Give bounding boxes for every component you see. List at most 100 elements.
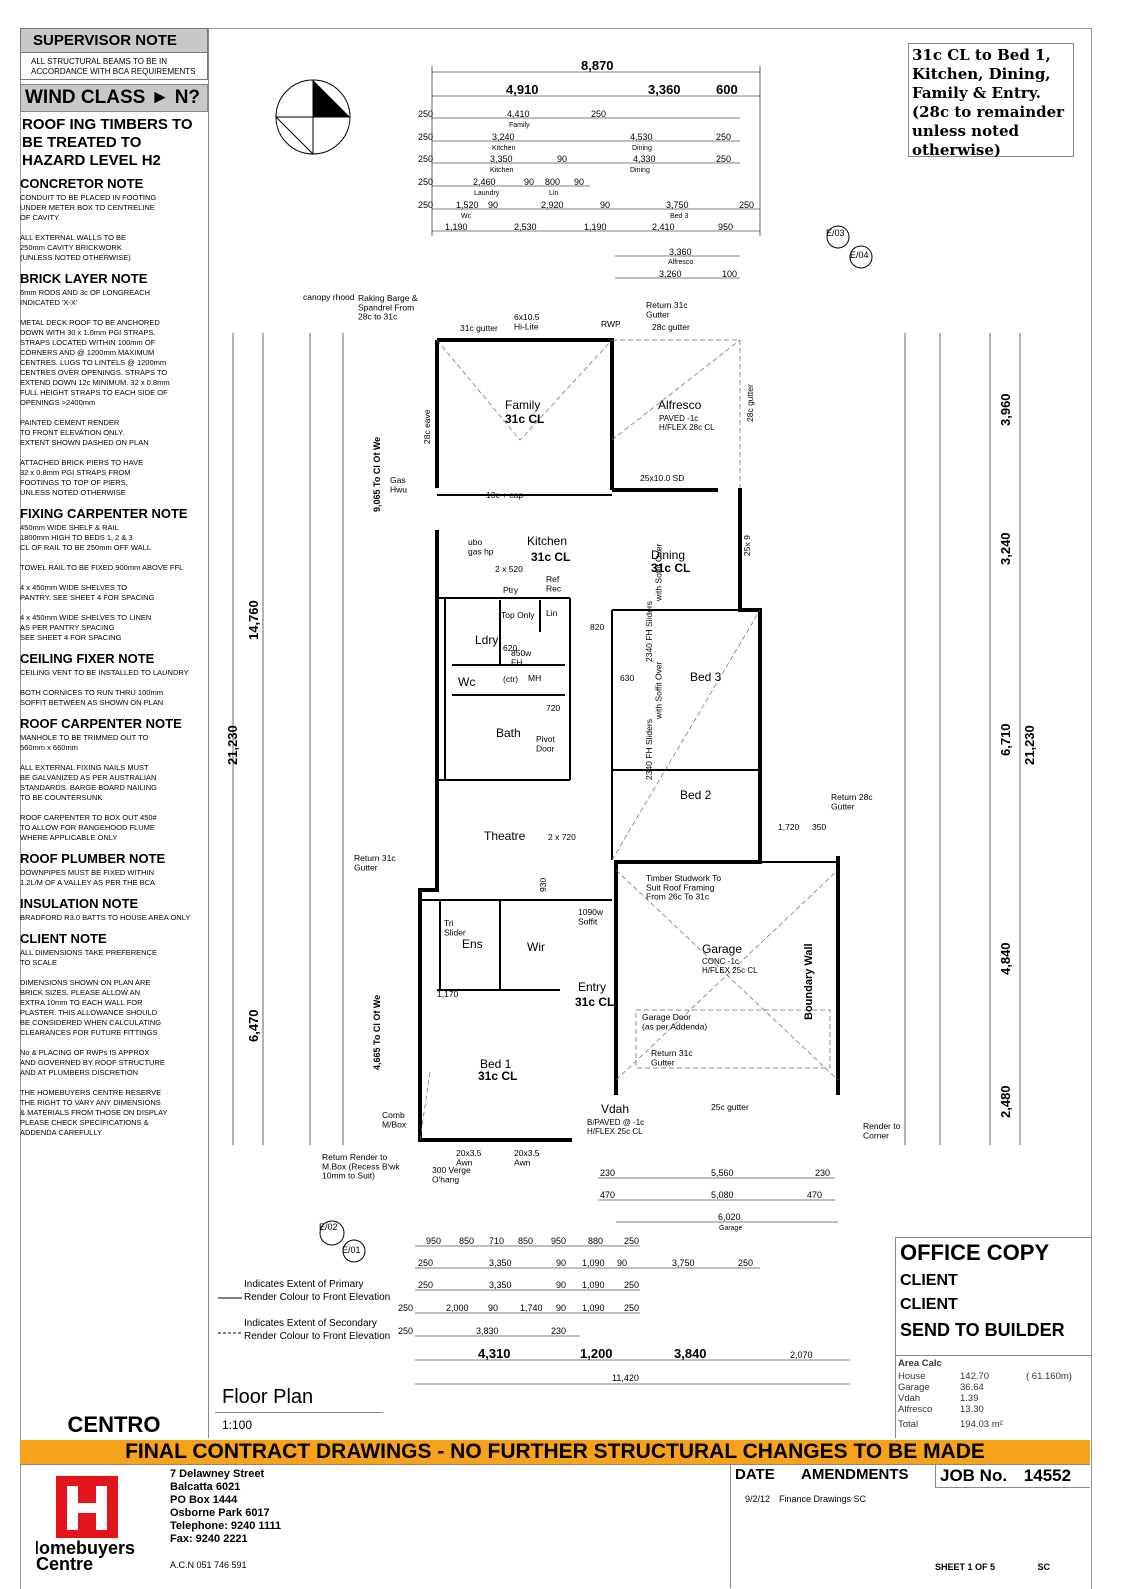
dim-label: Wc xyxy=(461,213,472,220)
dim-label: Alfresco xyxy=(668,259,693,266)
dim-bottom: 1,090 xyxy=(582,1258,605,1268)
dim-top-3: 600 xyxy=(716,82,738,97)
sliders-bed3-label: 2340 FH Sliderswith Soffit Over xyxy=(644,661,663,780)
area-value: 13.30 xyxy=(960,1404,984,1415)
company-address: 7 Delawney Street Balcatta 6021 PO Box 1… xyxy=(170,1468,282,1545)
dim-label: 100 xyxy=(722,269,737,279)
dim-bottom: 3,350 xyxy=(489,1258,512,1268)
amendment-text: Finance Drawings SC xyxy=(779,1494,867,1504)
wind-class: WIND CLASS ► N? xyxy=(20,84,208,112)
dim-left-upper: 14,760 xyxy=(246,600,261,640)
design-name: CENTRO xyxy=(67,1412,161,1437)
dim-label: 2,920 xyxy=(541,200,564,210)
dim-label: 3,240 xyxy=(492,132,515,142)
dim-label: Kitchen xyxy=(490,167,513,174)
job-label: JOB No. xyxy=(940,1466,1008,1485)
k520-label: 2 x 520 xyxy=(495,564,523,574)
dim-overall-width: 8,870 xyxy=(581,58,614,73)
area-extra: ( 61.160m) xyxy=(1026,1371,1072,1382)
dim-bottom: 250 xyxy=(398,1303,413,1313)
door-2x720-label: 2 x 720 xyxy=(548,832,576,842)
room-family-cl: 31c CL xyxy=(505,412,544,426)
note-text: MANHOLE TO BE TRIMMED OUT TO 560mm x 660… xyxy=(20,733,157,842)
sheet-number: SHEET 1 OF 5 SC xyxy=(935,1562,1050,1572)
dim-bottom: 230 xyxy=(600,1168,615,1178)
dim-bottom: 470 xyxy=(600,1190,615,1200)
dim-bottom: Garage xyxy=(719,1225,742,1232)
dim-label: 90 xyxy=(488,200,498,210)
floor-plan-title: Floor Plan xyxy=(222,1386,314,1408)
dim-bottom: 5,560 xyxy=(711,1168,734,1178)
dim-bottom: 250 xyxy=(738,1258,753,1268)
dim-label: Dining xyxy=(632,145,652,152)
dim-right-4: 4,840 xyxy=(998,942,1013,975)
dim-1720: 1,720 xyxy=(778,822,800,832)
top-only-label: Top Only xyxy=(501,610,535,620)
dim-bottom: 250 xyxy=(624,1236,639,1246)
note-text: ALL DIMENSIONS TAKE PREFERENCE TO SCALE … xyxy=(20,948,168,1137)
dim-label: 250 xyxy=(418,109,433,119)
dim-bottom: 90 xyxy=(488,1303,498,1313)
room-wc: Wc xyxy=(458,675,475,689)
dim-label: 3,360 xyxy=(669,247,692,257)
elevation-tag: E/02 xyxy=(319,1222,338,1232)
sliding-door-label: 25x10.0 SD xyxy=(640,473,684,483)
dim-bottom: 470 xyxy=(807,1190,822,1200)
final-contract-banner: FINAL CONTRACT DRAWINGS - NO FURTHER STR… xyxy=(20,1440,1090,1464)
sliders-bed2-label: 2340 FH Sliderswith Soffit Over xyxy=(644,543,663,662)
dim-label: 1,520 xyxy=(456,200,479,210)
notes-column: SUPERVISOR NOTE ALL STRUCTURAL BEAMS TO … xyxy=(20,28,209,1438)
dim-right-5: 2,480 xyxy=(998,1085,1013,1118)
dim-bottom-total: 1,200 xyxy=(580,1346,613,1361)
dim-label: 250 xyxy=(739,200,754,210)
dim-bottom: 710 xyxy=(489,1236,504,1246)
dim-label: 250 xyxy=(591,109,606,119)
dim-label: 250 xyxy=(418,154,433,164)
dim-bottom: 250 xyxy=(418,1280,433,1290)
note-heading: INSULATION NOTE xyxy=(20,896,139,911)
legend-primary-render: Indicates Extent of Primary Render Colou… xyxy=(244,1278,390,1304)
dim-right-overall: 21,230 xyxy=(1022,725,1037,765)
dim-label: 250 xyxy=(418,200,433,210)
dim-bottom: 250 xyxy=(398,1326,413,1336)
door-820-label: 820 xyxy=(590,622,604,632)
note-heading: FIXING CARPENTER NOTE xyxy=(20,506,188,521)
area-value: 194.03 m² xyxy=(960,1419,1003,1430)
supervisor-note-heading: SUPERVISOR NOTE xyxy=(20,28,208,53)
door-720-label: 720 xyxy=(546,703,560,713)
note-text: 450mm WIDE SHELF & RAIL 1800mm HIGH TO B… xyxy=(20,523,184,642)
area-label: House xyxy=(898,1371,926,1382)
area-value: 1.39 xyxy=(960,1393,979,1404)
dim-left-lower: 6,470 xyxy=(246,1009,261,1042)
dim-bottom: 250 xyxy=(624,1280,639,1290)
dim-bottom-overall: 11,420 xyxy=(612,1373,639,1383)
room-kitchen-cl: 31c CL xyxy=(531,550,570,564)
note-heading: ROOF CARPENTER NOTE xyxy=(20,716,182,731)
cap-label: 13c + cap xyxy=(486,490,523,500)
room-ensuite: Ens xyxy=(462,937,483,951)
gutter-28-label: 28c gutter xyxy=(652,322,690,332)
room-bed1-cl: 31c CL xyxy=(478,1069,517,1083)
note-heading: ROOF PLUMBER NOTE xyxy=(20,851,166,866)
room-family: Family xyxy=(505,398,540,412)
send-to-builder: SEND TO BUILDER xyxy=(900,1320,1065,1340)
dim-label: 3,260 xyxy=(659,269,682,279)
dim-label: 3,750 xyxy=(666,200,689,210)
dim-right-3: 6,710 xyxy=(998,723,1013,756)
external-walls xyxy=(418,338,840,1142)
dim-right-1: 3,960 xyxy=(998,393,1013,426)
company-acn: A.C.N 051 746 591 xyxy=(170,1560,247,1570)
